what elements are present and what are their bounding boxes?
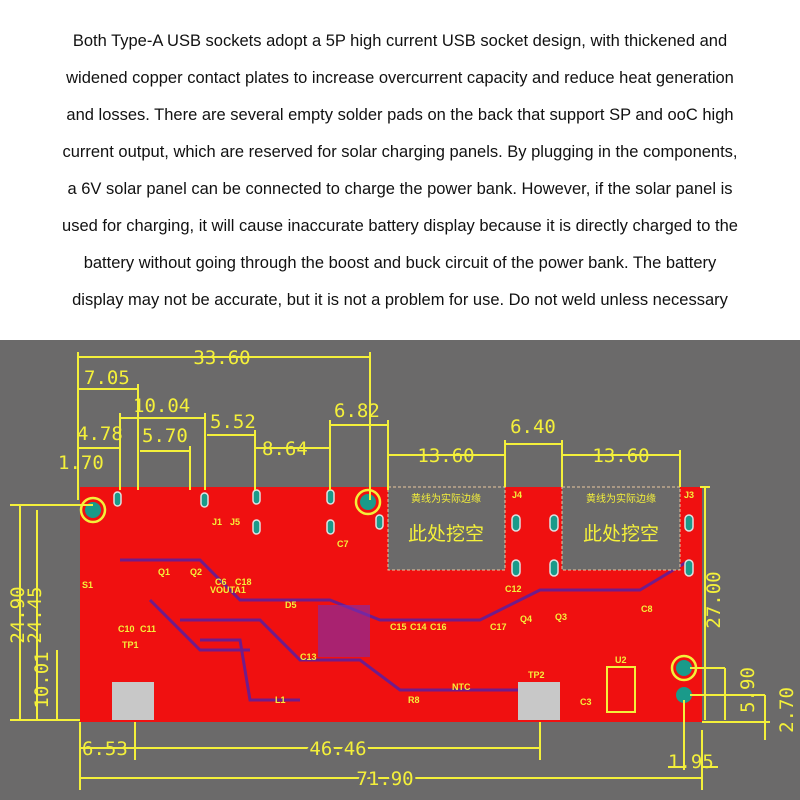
cutout-label-right: 此处挖空 [583,523,659,545]
dim-5-70: 5.70 [142,425,188,447]
description-line: current output, which are reserved for s… [62,143,738,161]
u2-outline [606,666,636,713]
label-j5: J5 [230,517,240,527]
cutout-label-left: 此处挖空 [408,523,484,545]
dim-46-46: 46.46 [309,738,366,760]
board-traces [120,558,691,702]
dim-4-78: 4.78 [77,423,123,445]
label-c7: C7 [337,539,349,549]
label-u2: U2 [615,655,627,665]
label-j3: J3 [684,490,694,500]
test-pad-tp1 [112,682,154,720]
label-ntc: NTC [452,682,471,692]
description-text: Both Type-A USB sockets adopt a 5P high … [0,0,800,340]
dimension-lines [10,352,770,790]
mounting-slots [113,489,694,577]
label-c10: C10 [118,624,135,634]
label-q3: Q3 [555,612,567,622]
dim-13-60-left: 13.60 [417,445,474,467]
label-c3: C3 [580,697,592,707]
label-tp1: TP1 [122,640,139,650]
label-c15: C15 [390,622,407,632]
label-r8: R8 [408,695,420,705]
cutout-note-right: 黄线为实际边缘 [586,492,656,505]
label-c17: C17 [490,622,507,632]
dim-10-01: 10.01 [31,651,53,708]
mounting-holes [79,488,698,703]
label-s1: S1 [82,580,93,590]
component-labels: J1 J5 J4 J3 S1 Q1 Q2 C6 C18 C7 C10 C11 T… [82,490,694,707]
dim-1-70: 1.70 [58,452,104,474]
label-q4: Q4 [520,614,532,624]
dim-13-60-right: 13.60 [592,445,649,467]
label-l1: L1 [275,695,286,705]
label-c13: C13 [300,652,317,662]
label-j1: J1 [212,517,222,527]
test-pad-tp2 [518,682,560,720]
dim-5-90: 5.90 [737,667,759,713]
dim-24-45: 24.45 [24,586,46,643]
dim-6-82: 6.82 [334,400,380,422]
label-c8: C8 [641,604,653,614]
dim-6-53: 6.53 [82,738,128,760]
description-line: battery without going through the boost … [83,254,717,272]
label-c16: C16 [430,622,447,632]
dim-7-05: 7.05 [84,367,130,389]
dim-1-95: 1.95 [668,751,714,773]
label-q2: Q2 [190,567,202,577]
cutout-note-left: 黄线为实际边缘 [411,492,481,505]
dim-2-70: 2.70 [776,687,798,733]
label-q1: Q1 [158,567,170,577]
dim-33-60: 33.60 [193,347,250,369]
description-line: widened copper contact plates to increas… [66,69,734,87]
label-c6: C6 [215,577,227,587]
label-c14: C14 [410,622,427,632]
pcb-diagram: 黄线为实际边缘 此处挖空 黄线为实际边缘 此处挖空 J1 J5 J4 J3 S1… [0,340,800,800]
label-d5: D5 [285,600,297,610]
label-j4: J4 [512,490,522,500]
label-tp2: TP2 [528,670,545,680]
label-c18: C18 [235,577,252,587]
ic-chip [318,605,370,657]
dim-27-00: 27.00 [703,571,725,628]
dimension-labels: 33.60 7.05 10.04 4.78 5.70 5.52 8.64 6.8… [7,347,798,793]
description-line: and losses. There are several empty sold… [66,106,734,124]
description-line: a 6V solar panel can be connected to cha… [67,180,733,198]
dim-24-90: 24.90 [7,586,29,643]
description-line: Both Type-A USB sockets adopt a 5P high … [72,32,728,50]
dim-6-40: 6.40 [510,416,556,438]
cutout-left [387,486,506,571]
dim-71-90: 71.90 [356,768,413,790]
description-line: display may not be accurate, but it is n… [72,291,728,309]
dim-10-04: 10.04 [133,395,190,417]
label-c12: C12 [505,584,522,594]
dim-5-52: 5.52 [210,411,256,433]
label-c11: C11 [140,624,156,634]
label-vouta: VOUTA1 [210,585,246,595]
dim-8-64: 8.64 [262,438,308,460]
description-line: used for charging, it will cause inaccur… [62,217,738,235]
cutout-right [561,486,681,571]
